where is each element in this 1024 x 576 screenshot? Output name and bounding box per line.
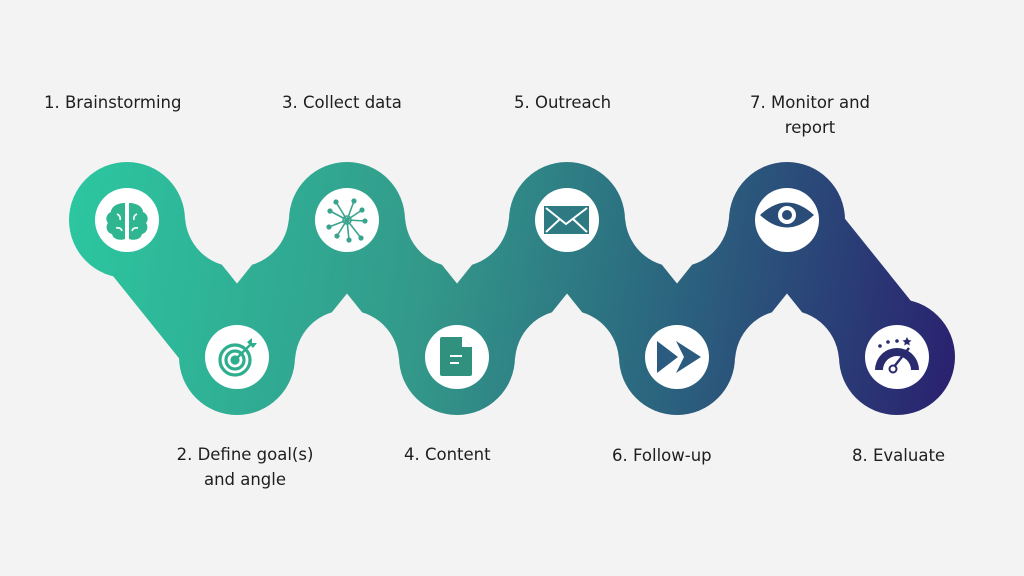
step-2-label: 2. Define goal(s) and angle bbox=[155, 442, 335, 492]
step-7-label: 7. Monitor and report bbox=[735, 90, 885, 140]
step-2-label-line1: 2. Define goal(s) bbox=[176, 445, 314, 464]
step-7-label-line1: 7. Monitor and bbox=[750, 93, 870, 112]
eye-icon bbox=[760, 202, 814, 228]
brain-icon bbox=[106, 203, 148, 240]
fast-forward-icon bbox=[657, 341, 701, 373]
step-7-label-line2: report bbox=[784, 118, 836, 137]
step-1-label: 1. Brainstorming bbox=[44, 93, 182, 112]
step-4-label: 4. Content bbox=[404, 445, 491, 464]
network-icon bbox=[326, 198, 368, 243]
step-8-label: 8. Evaluate bbox=[852, 446, 946, 465]
step-6-label: 6. Follow-up bbox=[612, 446, 712, 465]
step-5-label: 5. Outreach bbox=[514, 93, 612, 112]
document-icon bbox=[440, 337, 472, 376]
target-icon bbox=[218, 338, 257, 377]
envelope-icon bbox=[544, 206, 589, 234]
step-2-label-line2: and angle bbox=[203, 470, 287, 489]
gauge-icon bbox=[875, 337, 919, 374]
step-3-label: 3. Collect data bbox=[282, 93, 402, 112]
